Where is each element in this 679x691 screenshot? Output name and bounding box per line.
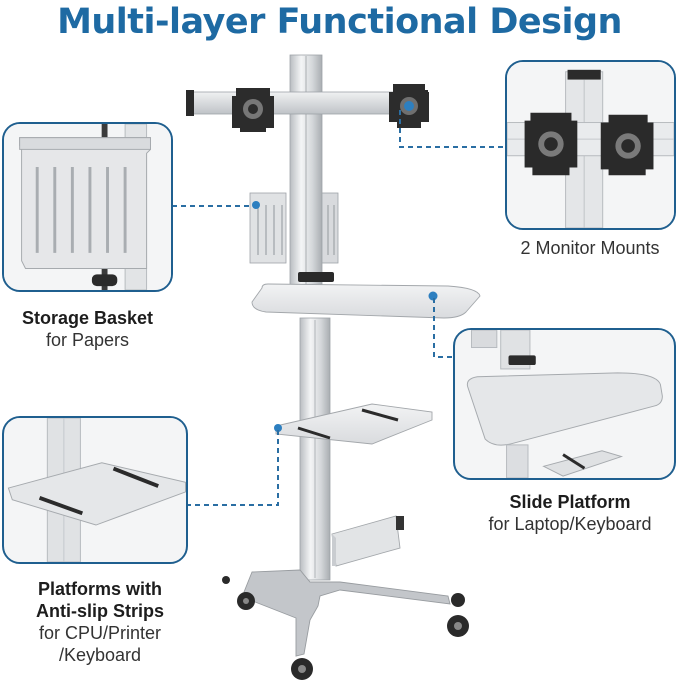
storage-basket-caption: Storage Basket for Papers: [0, 307, 175, 351]
slide-platform-subtitle: for Laptop/Keyboard: [488, 514, 652, 534]
storage-basket-inset: [2, 122, 173, 292]
monitor-mounts-inset: [505, 60, 676, 230]
platforms-caption: Platforms with Anti-slip Strips for CPU/…: [0, 578, 200, 666]
slide-platform-title: Slide Platform: [509, 492, 631, 512]
vesa-plate-left: [232, 88, 274, 132]
page-title: Multi-layer Functional Design: [57, 2, 622, 42]
caster-wheels: [222, 576, 469, 680]
storage-basket-subtitle: for Papers: [45, 330, 130, 350]
storage-basket-title: Storage Basket: [21, 308, 154, 328]
platforms-inset: [2, 416, 188, 564]
middle-platform-shape: [274, 403, 433, 445]
platforms-detail: [4, 418, 186, 562]
storage-basket-detail: [4, 124, 171, 290]
monitor-mounts-label: 2 Monitor Mounts: [520, 238, 660, 258]
slide-platform-shape: [251, 283, 481, 319]
slide-platform-detail: [455, 330, 674, 478]
monitor-mounts-detail: [507, 62, 674, 228]
platforms-subtitle-line2: /Keyboard: [58, 645, 142, 665]
platforms-subtitle-line1: for CPU/Printer: [38, 623, 162, 643]
vesa-plate-right: [389, 84, 429, 128]
platforms-title-line1: Platforms with: [37, 579, 162, 599]
slide-platform-caption: Slide Platform for Laptop/Keyboard: [465, 491, 675, 535]
cpu-tray-shape: [331, 515, 404, 567]
platforms-title-line2: Anti-slip Strips: [35, 601, 164, 621]
monitor-mounts-caption: 2 Monitor Mounts: [495, 237, 679, 259]
slide-platform-inset: [453, 328, 676, 480]
storage-basket: [249, 192, 339, 264]
leader-lines: [172, 110, 505, 506]
cart-base: [222, 569, 469, 680]
